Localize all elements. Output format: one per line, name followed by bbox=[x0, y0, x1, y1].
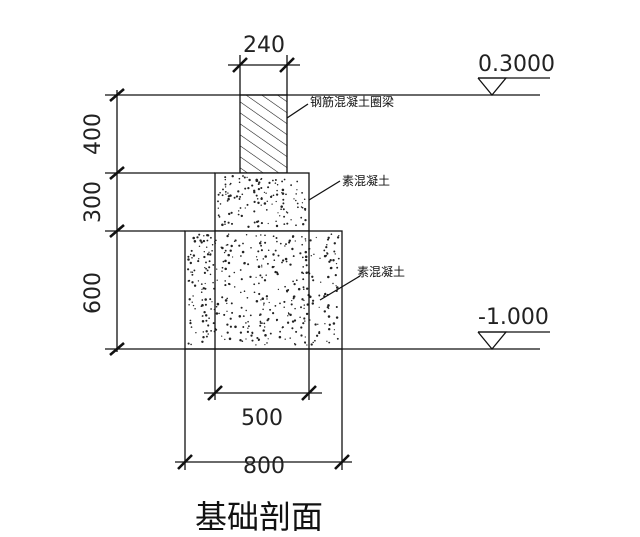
drawing-title: 基础剖面 bbox=[195, 498, 323, 536]
label-ring-beam: 钢筋混凝土圈梁 bbox=[310, 94, 394, 109]
leader-bottom bbox=[319, 275, 361, 301]
dim-tick bbox=[109, 342, 125, 356]
leader-beam bbox=[286, 103, 309, 119]
leader-mid bbox=[308, 180, 341, 201]
bottom-width-label: 800 bbox=[243, 454, 285, 479]
elevation-top-label: 0.3000 bbox=[478, 52, 555, 77]
elevation-marker-top bbox=[477, 77, 508, 97]
label-plain-concrete-bottom: 素混凝土 bbox=[357, 264, 405, 279]
elevation-marker-bottom bbox=[477, 331, 508, 351]
dim-tick bbox=[109, 88, 125, 102]
height-bottom-label: 600 bbox=[81, 272, 106, 314]
height-top-label: 400 bbox=[81, 113, 106, 155]
plain-concrete-bottom bbox=[184, 230, 343, 350]
plain-concrete-middle bbox=[214, 172, 310, 232]
label-plain-concrete-mid: 素混凝土 bbox=[342, 173, 390, 188]
top-width-label: 240 bbox=[243, 33, 285, 58]
ring-beam bbox=[239, 94, 288, 174]
dim-tick bbox=[109, 166, 125, 180]
concrete-texture-bottom bbox=[187, 233, 340, 346]
elevation-bottom-label: -1.000 bbox=[478, 305, 549, 330]
concrete-texture-mid bbox=[217, 175, 307, 228]
dim-tick bbox=[109, 224, 125, 238]
height-mid-label: 300 bbox=[81, 181, 106, 223]
mid-width-label: 500 bbox=[241, 406, 283, 431]
